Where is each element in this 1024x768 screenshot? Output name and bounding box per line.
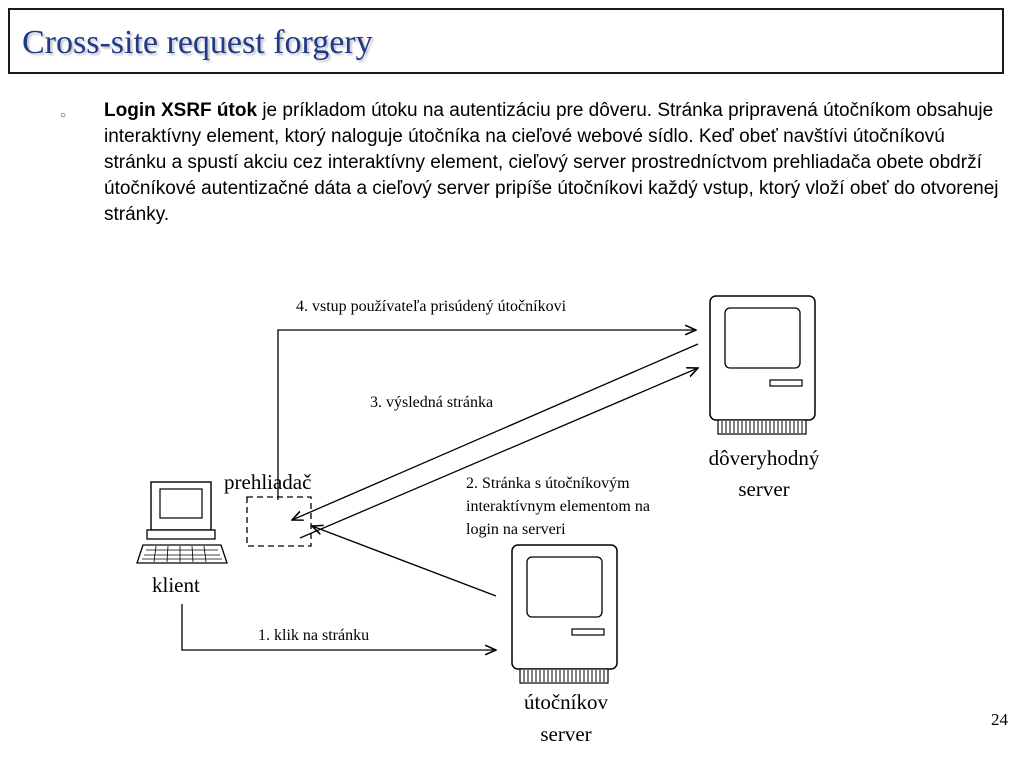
bullet-body: je príkladom útoku na autentizáciu pre d… — [104, 100, 999, 225]
label-trusted-server-line2: server — [738, 477, 789, 501]
page-number: 24 — [991, 710, 1008, 729]
label-attacker-server-line2: server — [540, 722, 591, 746]
arrow-step2 — [312, 526, 497, 597]
label-step2-line1: 2. Stránka s útočníkovým — [466, 475, 630, 492]
bullet-text: Login XSRF útok je príkladom útoku na au… — [104, 98, 1004, 228]
trusted-server-icon — [709, 295, 816, 435]
label-attacker-server-line1: útočníkov — [524, 690, 608, 714]
attacker-server-icon — [511, 544, 618, 684]
arrow-login — [299, 368, 698, 539]
arrow-step4 — [277, 330, 696, 500]
arrow-step1 — [181, 604, 496, 650]
label-trusted-server-line1: dôveryhodný — [709, 446, 820, 470]
slide-title: Cross-site request forgery — [22, 24, 373, 61]
label-browser: prehliadač — [224, 470, 311, 494]
label-step4: 4. vstup používateľa prisúdený útočníkov… — [296, 298, 567, 315]
bullet-bold-lead: Login XSRF útok — [104, 100, 258, 121]
label-step2-line2: interaktívnym elementom na — [466, 498, 650, 515]
title-box: Cross-site request forgery — [8, 8, 1004, 74]
browser-box — [246, 496, 312, 547]
label-step1: 1. klik na stránku — [258, 627, 369, 644]
bullet-icon: ○ — [60, 110, 67, 121]
label-client: klient — [152, 573, 200, 597]
label-step3: 3. výsledná stránka — [370, 394, 493, 411]
arrow-step3 — [292, 343, 699, 520]
label-step2-line3: login na serveri — [466, 521, 566, 538]
client-computer-icon — [136, 481, 228, 564]
